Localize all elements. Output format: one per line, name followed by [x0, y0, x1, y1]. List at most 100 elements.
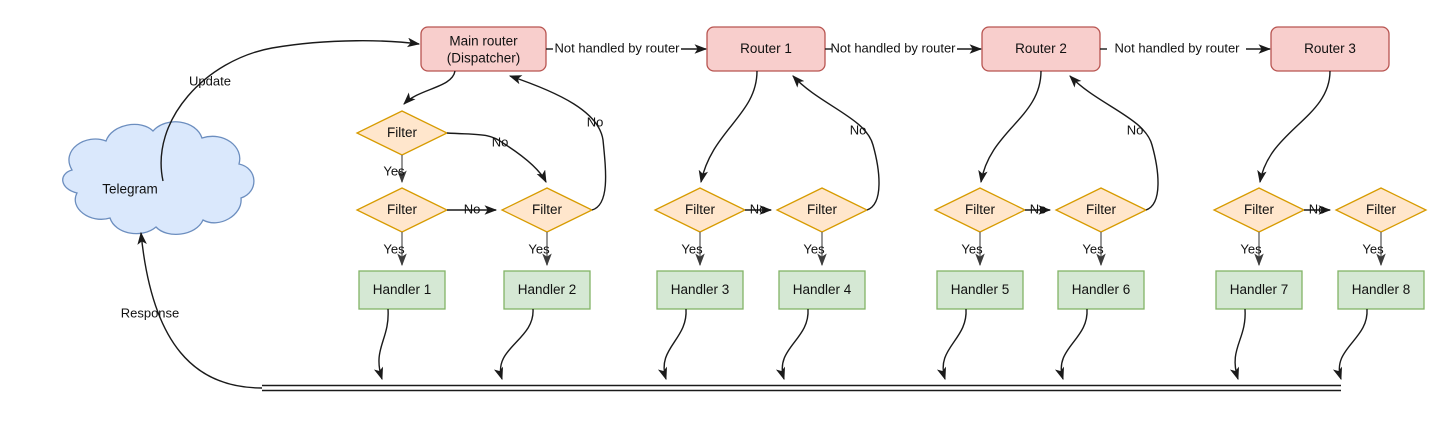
edge-label-not-handled-3: Not handled by router — [1114, 40, 1240, 55]
filter-4[interactable]: Filter — [653, 187, 747, 233]
router-main-label-line2: (Dispatcher) — [447, 51, 521, 66]
edge-label-no-5: No — [850, 122, 867, 137]
edge-label-not-handled-2: Not handled by router — [830, 40, 956, 55]
handler-6[interactable]: Handler 6 — [1057, 270, 1145, 310]
edge-label-no-4: No — [750, 201, 767, 216]
handler-3[interactable]: Handler 3 — [656, 270, 744, 310]
edge-label-yes-3: Yes — [528, 241, 550, 256]
router-1-label: Router 1 — [740, 41, 792, 56]
router-main-label-line1: Main router — [449, 34, 518, 49]
edge-label-yes-4: Yes — [681, 241, 703, 256]
handler-5-box[interactable] — [936, 270, 1024, 310]
telegram-label: Telegram — [102, 182, 158, 197]
edge-handler4-collector — [775, 308, 809, 381]
handler-8-label: Handler 8 — [1352, 282, 1411, 297]
edge-filter6-no: No — [1025, 201, 1052, 216]
edge-handler5-collector — [936, 308, 967, 381]
filter-7[interactable]: Filter — [1054, 187, 1148, 233]
edge-label-not-handled-1: Not handled by router — [554, 40, 680, 55]
handler-2-label: Handler 2 — [518, 282, 577, 297]
edge-filter8-yes: Yes — [1240, 232, 1264, 267]
edge-filter7-yes: Yes — [1082, 232, 1106, 267]
handler-3-box[interactable] — [656, 270, 744, 310]
handler-7[interactable]: Handler 7 — [1215, 270, 1303, 310]
edge-filter4-yes: Yes — [681, 232, 705, 267]
edge-filter6-yes: Yes — [961, 232, 985, 267]
edge-handler2-collector — [493, 308, 534, 381]
handler-7-box[interactable] — [1215, 270, 1303, 310]
filter-3-label: Filter — [532, 202, 563, 217]
handler-2[interactable]: Handler 2 — [503, 270, 591, 310]
edge-label-no-7: No — [1127, 122, 1144, 137]
handler-1-box[interactable] — [358, 270, 446, 310]
router-2-label: Router 2 — [1015, 41, 1067, 56]
filter-6-label: Filter — [965, 202, 996, 217]
edge-handler1-collector — [373, 308, 389, 381]
edge-filter1-yes: Yes — [383, 155, 407, 184]
edge-filter9-yes: Yes — [1362, 232, 1386, 267]
filter-6[interactable]: Filter — [933, 187, 1027, 233]
edge-filter5-no-back: No — [792, 75, 880, 211]
filter-9[interactable]: Filter — [1334, 187, 1428, 233]
filter-5-label: Filter — [807, 202, 838, 217]
edge-filter3-no-back: No — [508, 75, 607, 211]
edge-label-yes-1: Yes — [383, 163, 405, 178]
edge-label-yes-5: Yes — [803, 241, 825, 256]
edge-response: Response — [121, 231, 263, 389]
filter-1-label: Filter — [387, 125, 418, 140]
edge-filter8-no: No — [1304, 201, 1332, 216]
handler-7-label: Handler 7 — [1230, 282, 1289, 297]
router-1[interactable]: Router 1 — [706, 26, 826, 72]
edge-label-no-8: No — [1309, 201, 1326, 216]
handler-6-box[interactable] — [1057, 270, 1145, 310]
handler-2-box[interactable] — [503, 270, 591, 310]
handler-3-label: Handler 3 — [671, 282, 730, 297]
edge-router1-to-filter4 — [698, 70, 758, 184]
edge-filter7-no-back: No — [1069, 75, 1159, 211]
edge-label-response: Response — [121, 305, 180, 320]
telegram-cloud: Telegram — [62, 121, 255, 235]
response-collector-bar — [262, 384, 1341, 392]
edge-label-yes-7: Yes — [1082, 241, 1104, 256]
edge-label-yes-6: Yes — [961, 241, 983, 256]
edge-label-yes-2: Yes — [383, 241, 405, 256]
filter-1[interactable]: Filter — [355, 110, 449, 156]
edge-label-yes-8: Yes — [1240, 241, 1262, 256]
edge-main-to-router1: Not handled by router — [546, 40, 708, 55]
edge-filter1-no: No — [446, 132, 547, 184]
edge-main-to-filter1 — [403, 70, 456, 105]
edge-filter3-yes: Yes — [528, 232, 552, 267]
handler-8-box[interactable] — [1337, 270, 1425, 310]
edge-handler7-collector — [1229, 308, 1246, 381]
filter-8[interactable]: Filter — [1212, 187, 1306, 233]
handler-6-label: Handler 6 — [1072, 282, 1131, 297]
filter-2[interactable]: Filter — [355, 187, 449, 233]
edge-label-yes-9: Yes — [1362, 241, 1384, 256]
handler-1[interactable]: Handler 1 — [358, 270, 446, 310]
edge-handler8-collector — [1332, 308, 1368, 381]
router-2[interactable]: Router 2 — [981, 26, 1101, 72]
filter-7-label: Filter — [1086, 202, 1117, 217]
edge-router2-to-filter6 — [978, 70, 1042, 184]
filter-5[interactable]: Filter — [775, 187, 869, 233]
edge-router2-to-router3: Not handled by router — [1100, 40, 1272, 55]
handler-4[interactable]: Handler 4 — [778, 270, 866, 310]
edge-filter2-yes: Yes — [383, 232, 407, 267]
handler-8[interactable]: Handler 8 — [1337, 270, 1425, 310]
filter-3[interactable]: Filter — [500, 187, 594, 233]
router-3-label: Router 3 — [1304, 41, 1356, 56]
edge-filter2-no: No — [447, 201, 498, 216]
handler-4-box[interactable] — [778, 270, 866, 310]
edge-label-update: Update — [189, 73, 231, 88]
edge-label-no-6: No — [1030, 201, 1047, 216]
edge-handler6-collector — [1054, 308, 1088, 381]
edge-label-no-2: No — [464, 201, 481, 216]
handler-5[interactable]: Handler 5 — [936, 270, 1024, 310]
router-main[interactable]: Main router (Dispatcher) — [420, 26, 547, 72]
filter-4-label: Filter — [685, 202, 716, 217]
edge-handler3-collector — [657, 308, 687, 381]
edge-update: Update — [160, 37, 421, 182]
router-3[interactable]: Router 3 — [1270, 26, 1390, 72]
